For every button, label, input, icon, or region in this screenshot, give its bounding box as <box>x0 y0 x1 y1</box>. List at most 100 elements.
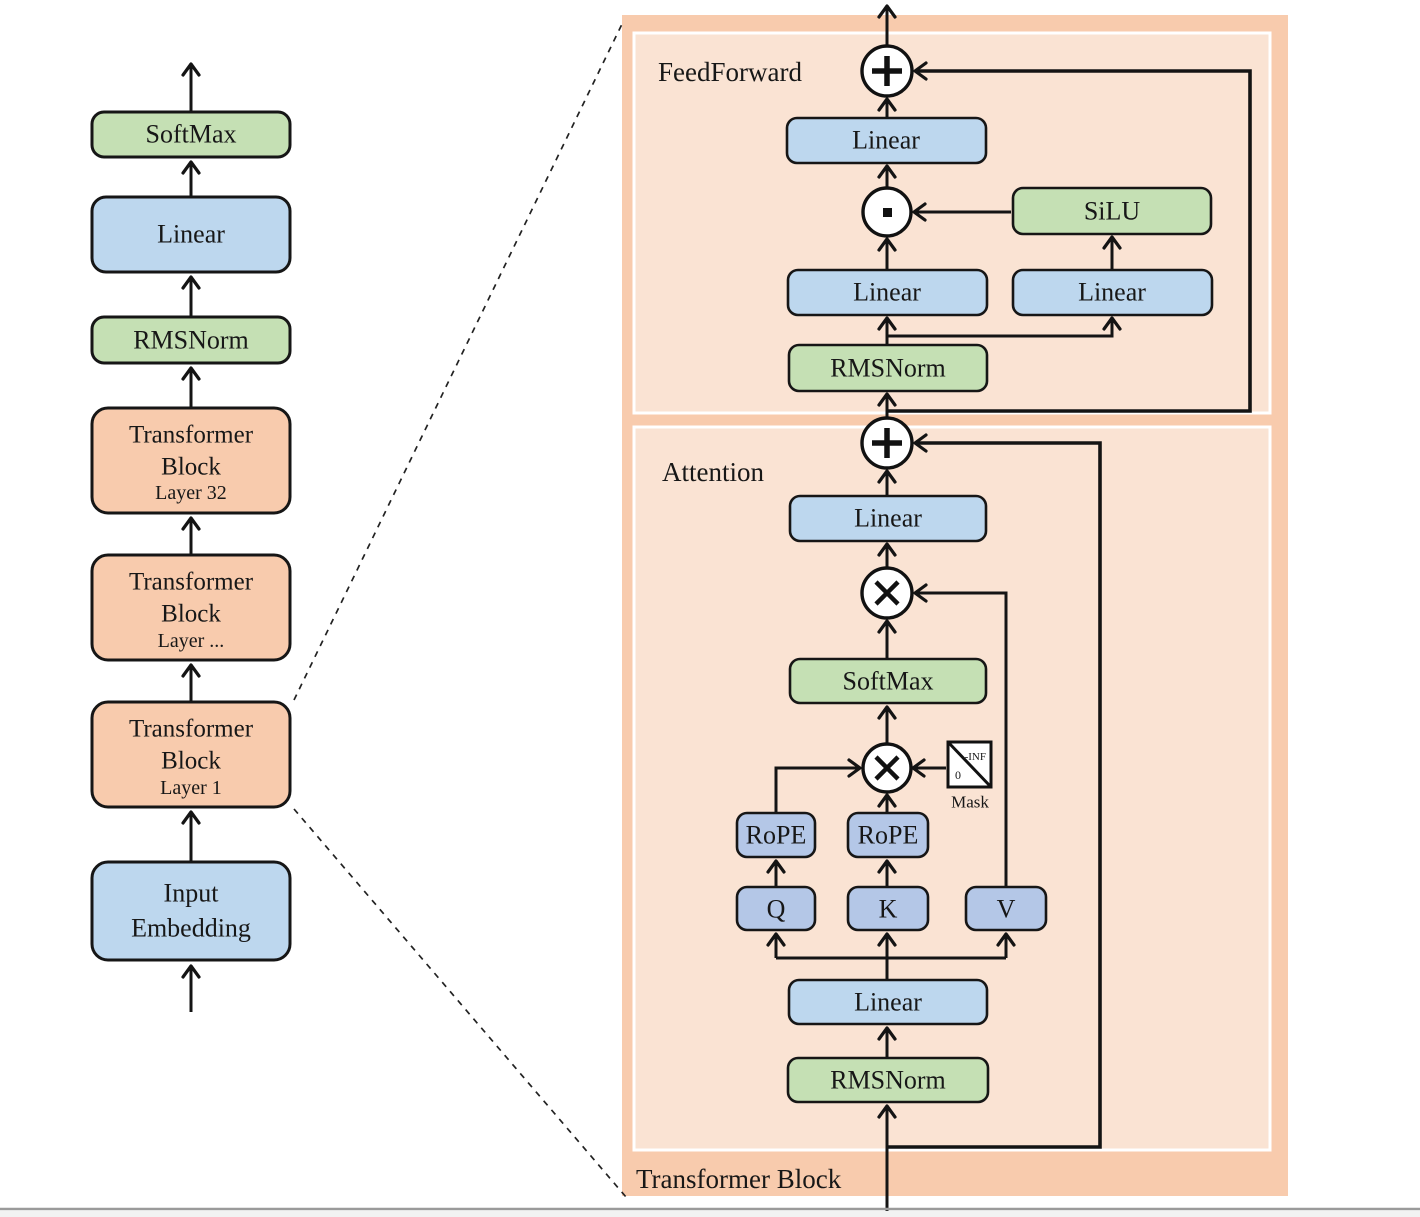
layer1-label-line2: Block <box>161 748 221 775</box>
ff-up-linear-label: Linear <box>1078 278 1146 307</box>
node-attention-softmax: SoftMax <box>788 657 988 705</box>
attention-rmsnorm-box <box>786 1056 990 1104</box>
attention-residual-line <box>887 433 1102 1149</box>
ff-gate-linear-label: Linear <box>853 278 921 307</box>
qkv-linear-box <box>787 978 989 1026</box>
node-left-rmsnorm: RMSNorm <box>90 315 292 365</box>
mask-glyph: 0 -INF Mask <box>946 740 993 812</box>
node-ff-rmsnorm: RMSNorm <box>787 343 989 393</box>
feedforward-residual-line <box>887 61 1252 413</box>
node-attention-rmsnorm: RMSNorm <box>786 1056 990 1104</box>
left-softmax-box <box>90 110 292 159</box>
ff-gate-linear-box <box>786 268 989 317</box>
feedforward-label: FeedForward <box>658 57 802 87</box>
node-ff-gate-linear: Linear <box>786 268 989 317</box>
multiply-icon <box>874 755 900 781</box>
node-rope-k: RoPE <box>846 811 930 859</box>
attention-linear-label: Linear <box>854 504 922 533</box>
window-bottom-strip <box>0 1211 1420 1217</box>
left-rmsnorm-box <box>90 315 292 365</box>
node-transformer-block-layer32: Transformer Block Layer 32 <box>90 406 292 515</box>
multiply-icon <box>874 580 900 606</box>
k-label: K <box>879 895 898 924</box>
layerdots-label-layer: Layer ... <box>158 630 225 652</box>
attention-linear-box <box>788 494 988 543</box>
transformer-block-layer32-box <box>90 406 292 515</box>
dot-icon <box>883 208 892 217</box>
node-attention-linear: Linear <box>788 494 988 543</box>
input-embedding-label-line1: Input <box>164 879 220 908</box>
left-linear-label: Linear <box>157 220 225 249</box>
attention-multiply-v-op <box>860 566 914 620</box>
layerdots-label-line2: Block <box>161 601 221 628</box>
ff-up-linear-box <box>1011 268 1214 317</box>
rope-q-box <box>735 811 817 859</box>
rope-q-label: RoPE <box>746 821 807 850</box>
node-rope-q: RoPE <box>735 811 817 859</box>
transformer-block-edges <box>766 4 1252 1217</box>
layer1-label-layer: Layer 1 <box>160 777 222 799</box>
plus-icon <box>872 56 902 86</box>
arrow-rope-q-to-multiply <box>774 758 862 813</box>
rope-k-label: RoPE <box>858 821 919 850</box>
transformer-block-label: Transformer Block <box>636 1164 842 1194</box>
arrow-rmsnorm-to-up-linear <box>887 316 1122 338</box>
node-left-linear: Linear <box>90 195 292 274</box>
transformer-block-layer1-box <box>90 700 292 809</box>
mask-diagonal-line <box>946 740 993 789</box>
node-left-softmax: SoftMax <box>90 110 292 159</box>
layer32-label-line1: Transformer <box>129 422 254 449</box>
left-softmax-label: SoftMax <box>146 120 237 149</box>
qkv-linear-label: Linear <box>854 988 922 1017</box>
ff-silu-label: SiLU <box>1084 197 1141 226</box>
ff-out-linear-box <box>785 116 988 165</box>
zoom-connector-top-dashed-line <box>293 21 624 701</box>
attention-multiply-qk-op <box>861 742 913 794</box>
transformer-block-nodes: RMSNorm Linear Q K V RoPE RoPE <box>735 44 1214 1104</box>
v-box <box>964 885 1048 932</box>
transformer-block-layerdots-box <box>90 553 292 662</box>
q-box <box>735 885 817 932</box>
zoom-connector-bottom-dashed-line <box>293 808 627 1198</box>
q-label: Q <box>767 895 786 924</box>
node-ff-silu: SiLU <box>1011 186 1213 236</box>
mask-neg-inf-label: -INF <box>965 751 986 763</box>
layer32-label-layer: Layer 32 <box>155 482 227 504</box>
ff-silu-box <box>1011 186 1213 236</box>
v-label: V <box>997 895 1016 924</box>
attention-softmax-label: SoftMax <box>843 667 934 696</box>
node-v: V <box>964 885 1048 932</box>
ff-dot-op <box>861 186 913 238</box>
input-embedding-label-line2: Embedding <box>131 914 251 943</box>
attention-softmax-box <box>788 657 988 705</box>
node-ff-up-linear: Linear <box>1011 268 1214 317</box>
v-path-line <box>913 583 1008 887</box>
mask-zero-label: 0 <box>955 768 961 782</box>
ff-out-linear-label: Linear <box>852 126 920 155</box>
mask-label: Mask <box>951 793 989 812</box>
ff-rmsnorm-label: RMSNorm <box>830 354 946 383</box>
node-ff-out-linear: Linear <box>785 116 988 165</box>
attention-label: Attention <box>662 457 764 487</box>
left-stack-nodes: Input Embedding Transformer Block Layer … <box>90 110 292 962</box>
rope-k-box <box>846 811 930 859</box>
layer32-label-line2: Block <box>161 454 221 481</box>
input-embedding-box <box>90 860 292 962</box>
node-q: Q <box>735 885 817 932</box>
ff-add-op <box>860 44 914 98</box>
node-transformer-block-layerdots: Transformer Block Layer ... <box>90 553 292 662</box>
k-box <box>846 885 930 932</box>
left-rmsnorm-label: RMSNorm <box>133 326 249 355</box>
layerdots-label-line1: Transformer <box>129 569 254 596</box>
ff-rmsnorm-box <box>787 343 989 393</box>
attention-add-op <box>860 416 914 470</box>
layer1-label-line1: Transformer <box>129 716 254 743</box>
left-linear-box <box>90 195 292 274</box>
attention-rmsnorm-label: RMSNorm <box>830 1066 946 1095</box>
node-k: K <box>846 885 930 932</box>
node-qkv-linear: Linear <box>787 978 989 1026</box>
node-transformer-block-layer1: Transformer Block Layer 1 <box>90 700 292 809</box>
node-input-embedding: Input Embedding <box>90 860 292 962</box>
